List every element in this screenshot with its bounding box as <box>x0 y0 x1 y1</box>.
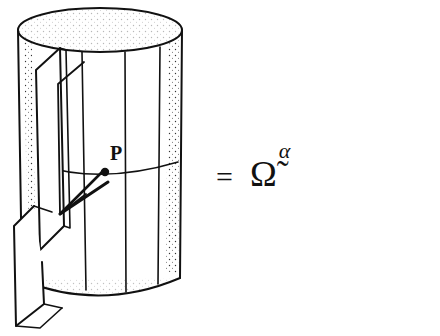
point-label: P <box>110 143 122 163</box>
index-superscript: α <box>279 140 291 162</box>
equals-sign: = <box>216 162 233 192</box>
form-symbol: Ω̃ <box>250 156 277 192</box>
